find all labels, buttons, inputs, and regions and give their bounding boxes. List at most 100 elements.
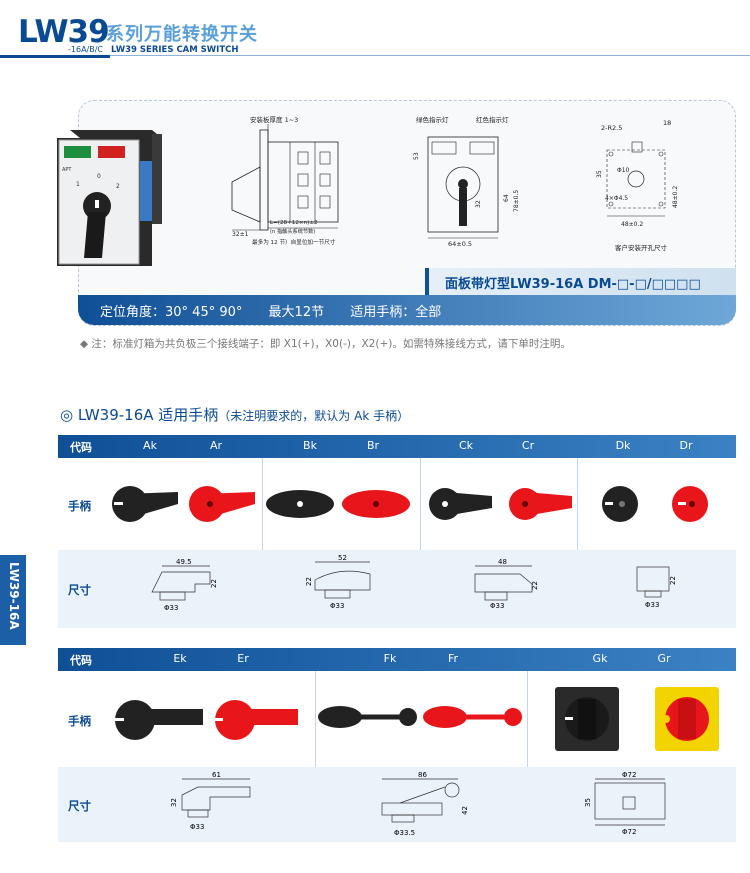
size-label-1: 尺寸 (68, 583, 91, 597)
code-gr: Gr (657, 652, 671, 665)
table1-header (58, 435, 736, 458)
svg-text:Φ33: Φ33 (164, 604, 178, 612)
svg-text:35: 35 (596, 170, 603, 178)
code-ck: Ck (458, 439, 474, 452)
code-ek: Ek (173, 652, 187, 665)
handle-ek-icon (115, 700, 203, 740)
handle-ar-icon (189, 486, 255, 522)
code-er: Er (237, 652, 249, 665)
svg-text:32: 32 (475, 200, 482, 208)
svg-text:64±0.5: 64±0.5 (448, 240, 472, 248)
svg-text:22: 22 (669, 576, 677, 585)
svg-text:绿色指示灯: 绿色指示灯 (416, 115, 449, 124)
handle-cr-icon (509, 488, 572, 520)
front-dimension-drawing: 绿色指示灯 红色指示灯 53 64 78±0.5 32 64±0.5 (413, 115, 520, 248)
svg-text:最多为 12 节）自显位加一节尺寸: 最多为 12 节）自显位加一节尺寸 (252, 238, 336, 246)
dim-d-drawing (636, 566, 670, 598)
svg-text:32: 32 (170, 798, 178, 807)
svg-text:49.5: 49.5 (176, 558, 192, 566)
dim-e-drawing (181, 778, 251, 818)
svg-text:61: 61 (212, 771, 221, 779)
header-rule (0, 55, 750, 56)
table1-graphics: 49.5 22 Φ33 52 22 Φ33 48 22 Φ33 22 Φ33 (112, 486, 708, 612)
series-title-en: LW39 SERIES CAM SWITCH (111, 45, 239, 55)
handle-gr-icon (655, 687, 719, 751)
svg-text:32±1: 32±1 (232, 231, 249, 238)
svg-text:Φ72: Φ72 (622, 828, 636, 836)
handle-ak-icon (112, 486, 178, 522)
header-accent-rule (0, 55, 110, 58)
brand-logo: LW39 (18, 14, 110, 50)
svg-text:红色指示灯: 红色指示灯 (476, 115, 509, 124)
table1-header-cells: 代码 Ak Ar Bk Br Ck Cr Dk Dr (58, 435, 736, 458)
code-dk: Dk (615, 439, 631, 452)
svg-text:18: 18 (663, 119, 671, 127)
wiring-note: ◆ 注：标准灯箱为共负极三个接线端子：即 X1(+)，X0(-)，X2(+)。如… (80, 338, 571, 350)
handle-br-icon (342, 490, 410, 518)
dim-a-drawing (151, 565, 211, 601)
svg-text:L=(28+12×n)±2: L=(28+12×n)±2 (270, 220, 318, 226)
table2-header (58, 648, 736, 671)
svg-text:86: 86 (418, 771, 427, 779)
svg-text:Φ72: Φ72 (622, 771, 636, 779)
dim-b-drawing (314, 561, 371, 599)
svg-text:2: 2 (116, 183, 120, 190)
svg-text:48: 48 (498, 558, 507, 566)
svg-text:64: 64 (503, 194, 510, 202)
dim-f-drawing (381, 778, 460, 823)
svg-text:Φ33.5: Φ33.5 (394, 829, 415, 837)
code-ak: Ak (143, 439, 157, 452)
handle-er-icon (214, 700, 298, 740)
model-tab (425, 268, 736, 295)
spec-angle: 定位角度：30° 45° 90° (100, 305, 243, 320)
svg-text:Φ33: Φ33 (190, 823, 204, 831)
handle-label-1: 手柄 (68, 499, 91, 513)
handle-dr-icon (672, 486, 708, 522)
code-cr: Cr (521, 439, 535, 452)
model-number: 面板带灯型LW39-16A DM-□-□/□□□□ (445, 277, 701, 292)
face-brand: APT (62, 167, 72, 173)
code-gk: Gk (592, 652, 608, 665)
dim-c-drawing (474, 565, 533, 601)
handle-fk-icon (318, 706, 417, 728)
svg-text:4×Φ4.5: 4×Φ4.5 (605, 195, 628, 202)
svg-text:35: 35 (584, 798, 592, 807)
svg-text:2-R2.5: 2-R2.5 (601, 124, 622, 132)
handle-bk-icon (266, 490, 334, 518)
svg-text:Φ33: Φ33 (330, 602, 344, 610)
side-dimension-drawing: 安装板厚度 1~3 32±1 L=(28+12×n)±2 (n 指触头系统节数)… (231, 115, 339, 246)
handle-gk-icon (555, 687, 619, 751)
handle-fr-icon (423, 706, 522, 728)
svg-text:22: 22 (210, 579, 218, 588)
cutout-dimension-drawing: 2-R2.5 18 Φ10 4×Φ4.5 35 48±0.2 48±0.2 客户… (596, 119, 679, 252)
svg-text:1: 1 (76, 181, 80, 188)
section-title: ◎ LW39-16A 适用手柄（未注明要求的，默认为 Ak 手柄） (60, 406, 410, 424)
spec-bar (78, 295, 736, 325)
svg-text:安装板厚度 1~3: 安装板厚度 1~3 (250, 115, 298, 124)
rating-code: -16A/B/C (68, 45, 104, 54)
svg-text:52: 52 (338, 554, 347, 562)
switch-product-photo: APT 0 1 2 (57, 130, 162, 266)
svg-text:48±0.2: 48±0.2 (672, 186, 679, 208)
svg-text:Φ10: Φ10 (617, 167, 630, 174)
svg-text:78±0.5: 78±0.5 (513, 190, 520, 212)
svg-text:客户安装开孔尺寸: 客户安装开孔尺寸 (615, 243, 668, 252)
handle-dk-icon (602, 486, 638, 522)
code-fk: Fk (383, 652, 397, 665)
svg-text:22: 22 (305, 577, 313, 586)
table2-graphics: 61 32 Φ33 86 42 Φ33.5 Φ72 35 Φ72 (115, 687, 719, 837)
side-tab-label: LW39-16A (7, 562, 21, 630)
svg-text:Φ33: Φ33 (645, 601, 659, 609)
svg-text:Φ33: Φ33 (490, 602, 504, 610)
svg-text:22: 22 (531, 581, 539, 590)
table2-header-cells: 代码 Ek Er Fk Fr Gk Gr (58, 648, 736, 671)
section-subtitle: （未注明要求的，默认为 Ak 手柄） (218, 409, 410, 423)
svg-text:0: 0 (97, 173, 101, 180)
handle-label-2: 手柄 (68, 714, 91, 728)
code-br: Br (366, 439, 380, 452)
dim-g-drawing (594, 778, 666, 826)
spec-handles: 适用手柄：全部 (350, 305, 442, 320)
spec-list: 定位角度：30° 45° 90° 最大12节 适用手柄：全部 (100, 301, 463, 320)
code-ar: Ar (209, 439, 223, 452)
spec-max-sections: 最大12节 (268, 305, 325, 320)
